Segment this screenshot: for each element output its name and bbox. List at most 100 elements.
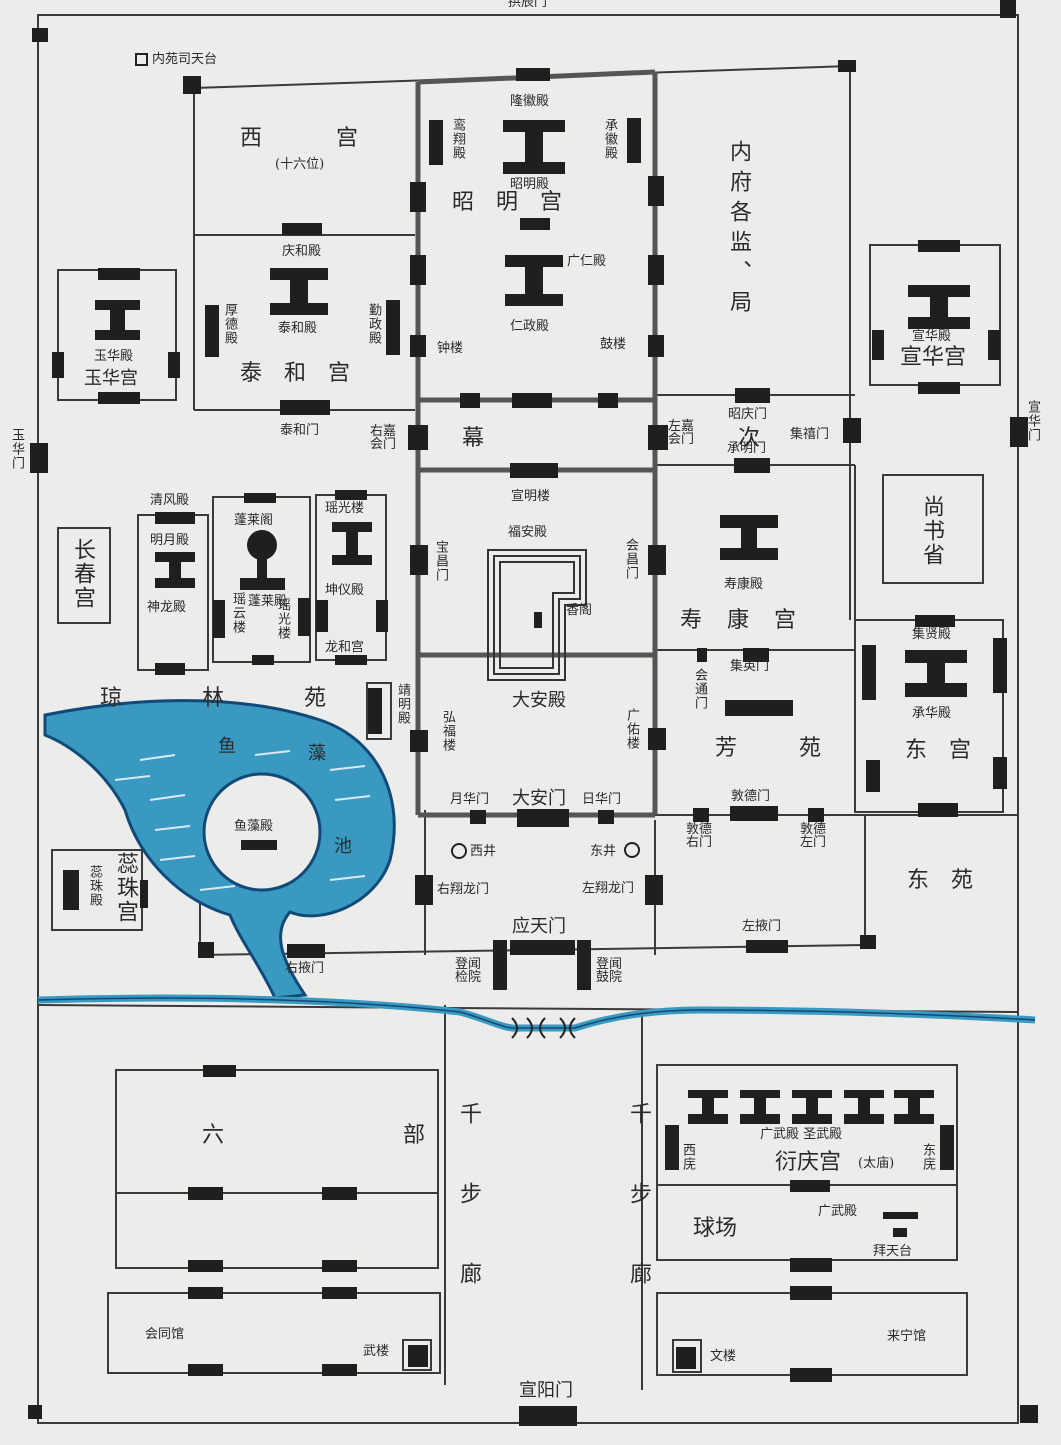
chenghui-hall-label: 承徽殿 [602,118,617,160]
guangren-hall-label: 广仁殿 [567,254,607,269]
gate-label-north: 拱辰门 [508,0,548,10]
qionglin-garden-label: 琼 林 苑 [100,686,339,711]
left-ye-gate-label: 左掖门 [742,919,782,934]
east-well-label: 东井 [590,844,617,859]
shoukang-palace-label: 寿康宫 [680,608,822,633]
dunde-gate-label: 敦德门 [731,789,771,804]
west-palace-label: 西 宫 [240,126,369,151]
bridge-icon [511,1017,576,1039]
pond-char-zao: 藻 [308,743,326,764]
renzheng-hall-label: 仁政殿 [510,319,550,334]
left-xianglong-gate-label: 左翔龙门 [582,881,635,896]
well-icons [135,53,640,859]
qingfeng-hall-label: 清风殿 [150,493,190,508]
xuanhua-hall-label: 宣华殿 [912,329,952,344]
west-wing-label: 西庑 [680,1143,695,1171]
taimiao-label: (太庙) [858,1156,895,1171]
taihe-gate-label: 泰和门 [280,423,320,438]
jixian-hall-label: 集贤殿 [912,627,952,642]
yaoguang-tower-label: 瑶光楼 [325,501,365,516]
yanqing-palace-label: 衍庆宫 [775,1150,842,1175]
dengwen-gu-label: 登闻鼓院 [596,957,623,985]
daan-gate-label: 大安门 [512,788,566,809]
wu-halls-label: 广武殿 圣武殿 [760,1127,843,1142]
luanxiang-hall-label: 鸾翔殿 [450,118,465,160]
taihe-hall-label: 泰和殿 [278,321,318,336]
xuanhua-palace-label: 宣华宫 [900,345,967,370]
qinghe-hall-label: 庆和殿 [282,244,322,259]
zuojiahui-gate-label: 左嘉会门 [668,419,695,447]
baitian-terrace-label: 拜天台 [873,1244,913,1259]
pond-char-chi: 池 [334,836,352,857]
dunde-left-gate-label: 敦德左门 [800,822,827,850]
west-well-label: 西井 [470,844,497,859]
jingming-hall-label: 靖明殿 [395,683,410,725]
yuzao-hall-label: 鱼藻殿 [234,819,274,834]
youjiahui-gate-label: 右嘉会门 [370,424,397,452]
qinzheng-hall-label: 勤政殿 [366,303,381,345]
zhaoming-palace-label: 昭明宫 [452,190,585,215]
longhui-hall-label: 隆徽殿 [510,94,550,109]
changchun-palace-label: 长春宫 [70,538,95,610]
wu-tower-label: 武楼 [363,1344,390,1359]
yuhua-hall-label: 玉华殿 [94,349,134,364]
yuzao-pond [43,699,396,1000]
neifu-label: 内府各监、局 [726,140,751,320]
dengwen-jian-label: 登闻检院 [455,957,482,985]
penglai-hall-label: 蓬莱殿 [248,594,288,609]
wen-tower-label: 文楼 [710,1349,737,1364]
chengming-gate-label: 承明门 [727,441,767,456]
houde-hall-label: 厚德殿 [222,303,237,345]
fuan-hall-label: 福安殿 [508,525,548,540]
right-xianglong-gate-label: 右翔龙门 [437,882,490,897]
yuehua-gate-label: 月华门 [450,792,490,807]
huichang-gate-label: 会昌门 [623,538,638,580]
drum-tower-label: 鼓楼 [600,337,627,352]
kunyi-hall-label: 坤仪殿 [325,583,365,598]
bell-tower-label: 钟楼 [437,341,464,356]
huitong-guan-label: 会同馆 [145,1327,185,1342]
muci-label: 幕 次 [462,426,831,451]
ball-court-label: 球场 [693,1216,738,1241]
guangyou-tower-label: 广佑楼 [624,708,639,750]
ruizhu-hall-label: 蕊珠殿 [87,865,102,907]
ruizhu-palace-label: 蕊珠宫 [113,852,138,924]
hall-glyphs [95,120,970,1124]
penglai-hall-glyph [240,530,285,590]
dunde-right-gate-label: 敦德右门 [686,822,713,850]
rihua-gate-label: 日华门 [582,792,622,807]
west-palace-sub: (十六位) [275,157,325,172]
tiantai-label: 内苑司天台 [152,52,218,67]
laining-guan-label: 来宁馆 [887,1329,927,1344]
qianbu-east-label: 千步廊 [626,1102,651,1342]
guangwu-hall-label: 广武殿 [818,1204,858,1219]
gate-blocks [28,0,1038,1426]
pond-char-yu: 鱼 [218,736,236,757]
xuanyang-gate-label: 宣阳门 [519,1380,573,1401]
qianbu-west-label: 千步廊 [456,1102,481,1342]
penglai-pavilion-label: 蓬莱阁 [234,513,274,528]
shenlong-hall-label: 神龙殿 [147,600,187,615]
shoukang-hall-label: 寿康殿 [724,577,764,592]
xuanhua-gate-label: 宣华门 [1025,400,1040,442]
zhaoqing-gate-label: 昭庆门 [728,407,768,422]
jiying-gate-label: 集英门 [730,659,770,674]
chenghua-hall-label: 承华殿 [912,706,952,721]
mingyue-hall-label: 明月殿 [150,533,190,548]
yingtian-gate-label: 应天门 [512,916,566,937]
yuhua-palace-label: 玉华宫 [84,368,138,389]
east-palace-label: 东 宫 [905,738,972,763]
daan-hall-label: 大安殿 [512,690,566,711]
hongfu-tower-label: 弘福楼 [440,710,455,752]
shangshu-label: 尚书省 [919,495,944,567]
yuhua-gate-label: 玉华门 [9,428,24,470]
jixi-gate-label: 集禧门 [790,427,830,442]
baochang-gate-label: 宝昌门 [433,540,448,582]
yaoyun-tower-label: 瑶云楼 [230,592,245,634]
huitong-gate-label: 会通门 [692,668,707,710]
six-ministries-label: 六 部 [202,1123,471,1148]
zhaoming-hall-label: 昭明殿 [510,177,550,192]
right-ye-gate-label: 右掖门 [285,961,325,976]
